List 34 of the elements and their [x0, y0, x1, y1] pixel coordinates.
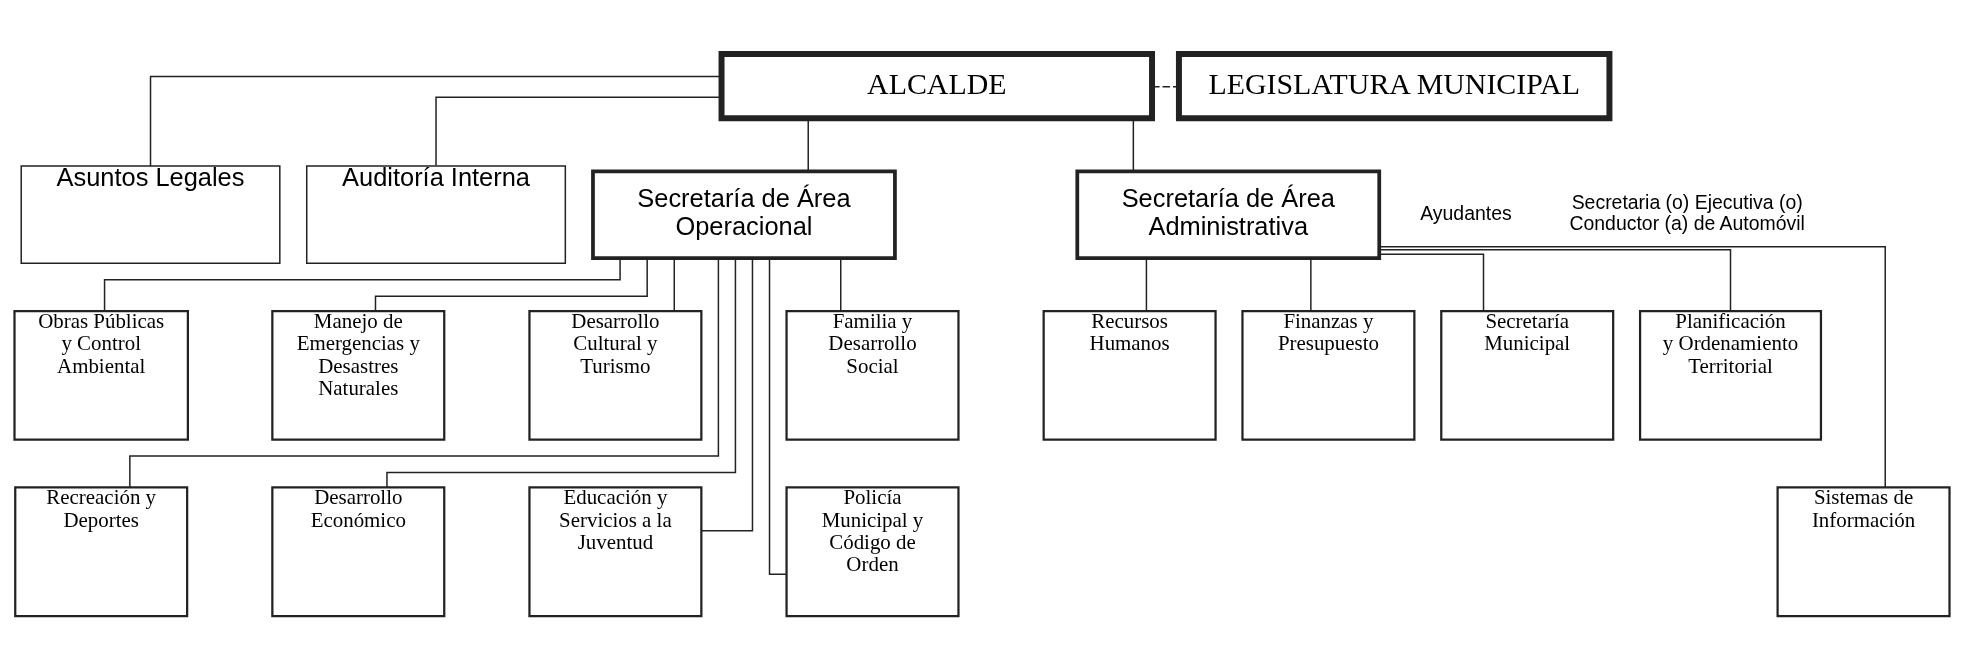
- connector: [129, 257, 720, 489]
- node-box: Desarrollo Cultural y Turismo: [528, 309, 703, 441]
- connector: [673, 257, 675, 312]
- connector: [1310, 257, 1312, 312]
- label: Secretaria (o) Ejecutiva (o) Conductor (a) de Automóvil: [1569, 191, 1805, 235]
- node-box: Finanzas y Presupuesto: [1241, 309, 1416, 441]
- node-box: Secretaría de Área Operacional: [591, 169, 897, 260]
- connector: [386, 257, 737, 488]
- node-box: Desarrollo Económico: [271, 486, 446, 618]
- connector: [103, 257, 621, 312]
- node-box: Secretaría Municipal: [1440, 309, 1615, 441]
- node-box: ALCALDE: [718, 51, 1155, 122]
- node-box: Policía Municipal y Código de Orden: [785, 486, 960, 618]
- node-box: Manejo de Emergencias y Desastres Naturales: [271, 309, 446, 441]
- connector: [840, 257, 842, 312]
- connector: [768, 257, 788, 575]
- node-box: Asuntos Legales: [20, 165, 281, 264]
- node-box: Recreación y Deportes: [14, 486, 189, 618]
- connector: [1145, 257, 1148, 312]
- connector: [700, 257, 754, 532]
- node-box: Sistemas de Información: [1776, 486, 1951, 618]
- connector: [374, 257, 648, 312]
- node-box: Obras Públicas y Control Ambiental: [13, 309, 189, 441]
- node-box: LEGISLATURA MUNICIPAL: [1175, 51, 1613, 122]
- connector: [1378, 246, 1886, 488]
- node-box: Planificación y Ordenamiento Territorial: [1638, 309, 1823, 441]
- connector: [1378, 249, 1732, 312]
- label: Ayudantes: [1420, 201, 1512, 224]
- node-box: Educación y Servicios a la Juventud: [528, 486, 703, 618]
- node-box: Auditoría Interna: [306, 165, 567, 264]
- connector: [1378, 253, 1485, 312]
- node-box: Secretaría de Área Administrativa: [1075, 169, 1382, 260]
- node-box: Familia y Desarrollo Social: [785, 309, 960, 441]
- node-box: Recursos Humanos: [1042, 309, 1217, 441]
